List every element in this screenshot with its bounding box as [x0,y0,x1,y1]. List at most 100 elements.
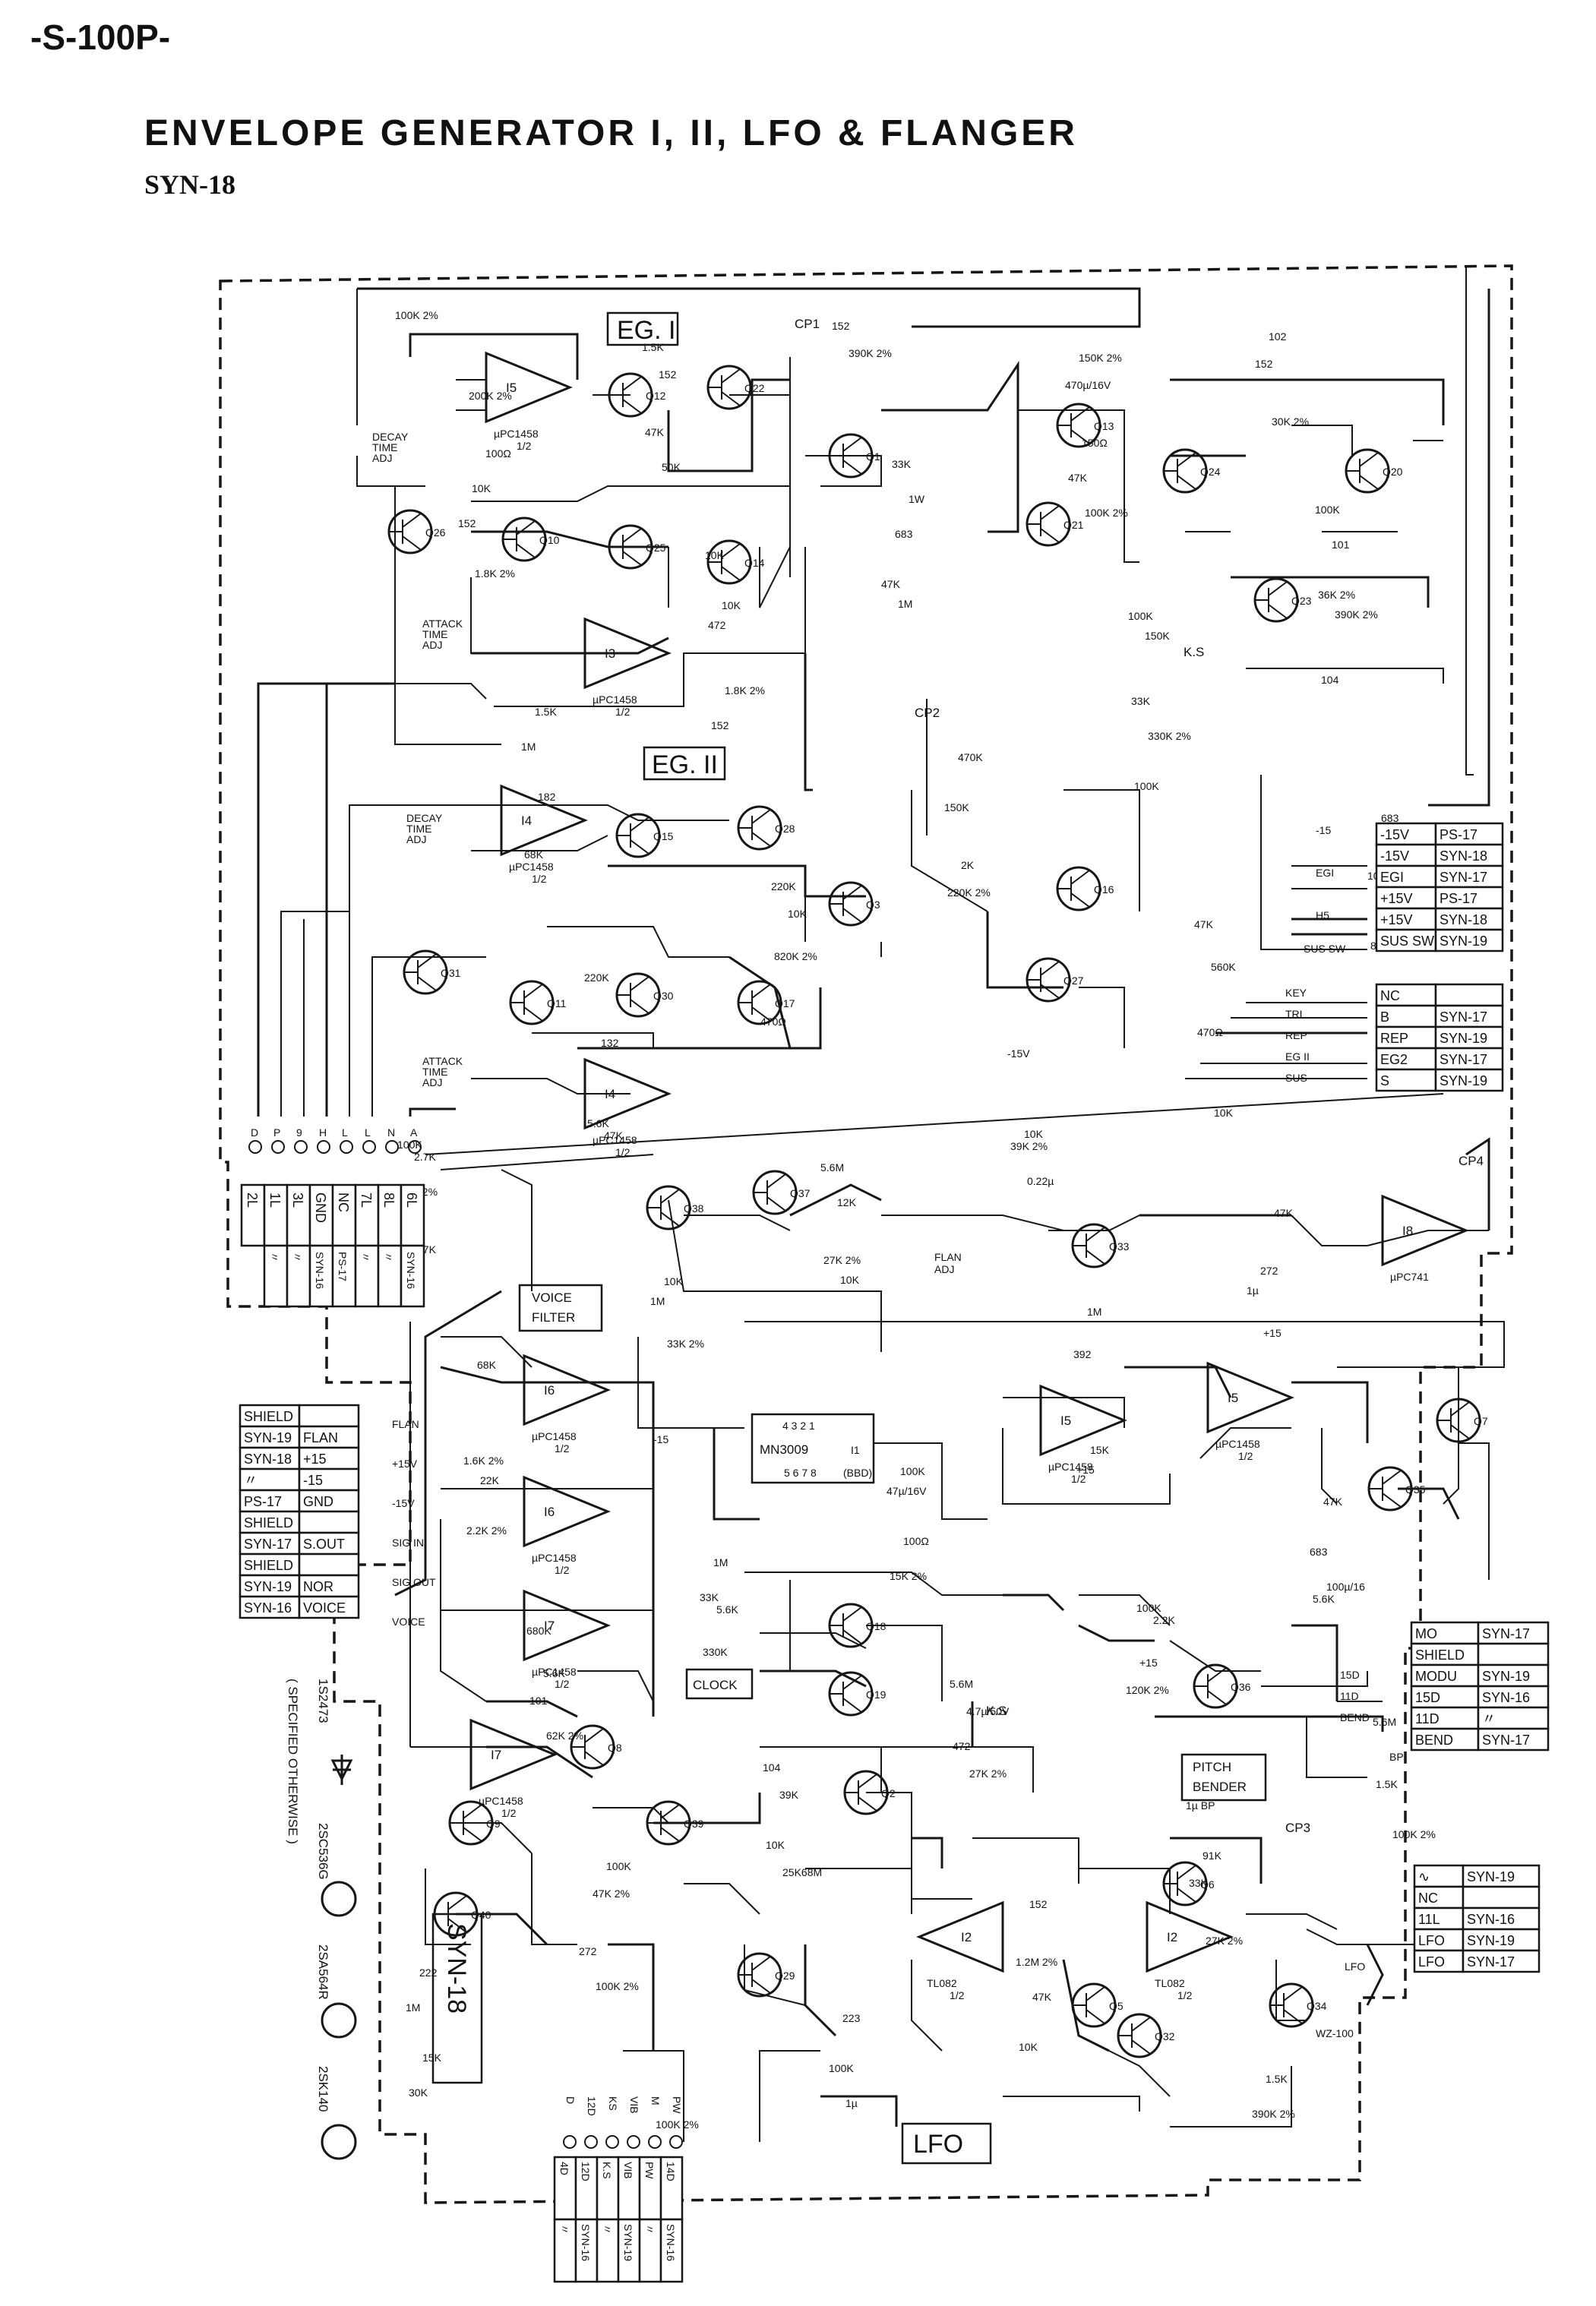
connector-cell: K.S [601,2162,613,2179]
connector-wire-label: -15 [1316,824,1331,836]
component-value-label: 1µ BP [1186,1799,1215,1812]
transistor-label: Q11 [547,997,567,1009]
connector-wire-label: FLAN [392,1418,419,1430]
wire-segment [471,637,669,655]
opamp-part-label: 1/2 [517,440,532,452]
transistor-label: Q36 [1231,1681,1251,1693]
wire-segment [1291,1624,1338,1701]
component-value-label: 5.6M [1373,1716,1396,1728]
component-value-label: 1W [909,493,925,505]
svg-text:LFO: LFO [913,2130,963,2159]
opamp-ref-label: I6 [544,1383,555,1398]
component-value-label: 150K 2% [1079,352,1122,364]
component-value-label: 5.6M [820,1161,844,1174]
wire-segment [425,1093,1444,1170]
wire-segment [1291,1215,1367,1246]
wire-segment [1062,1959,1110,2052]
wire-segment [1108,2050,1171,2097]
component-value-label: 10K [664,1275,684,1287]
transistor-q15: Q15 [615,813,674,858]
component-value-label: 1.5K [1376,1778,1398,1790]
component-value-label: 472 [708,619,726,631]
component-value-label: 10K [472,482,491,494]
transistor-q28: Q28 [737,805,795,851]
connector-cell: SYN-19 [622,2224,634,2261]
component-value-label: 5.6K [543,1667,565,1679]
connector-cell: 〃 [291,1252,303,1262]
cp4-label: CP4 [1459,1154,1484,1168]
component-value-label: 104 [1321,674,1339,686]
connector-cell: LFO [1418,1954,1445,1970]
svg-text:(BBD): (BBD) [843,1467,872,1479]
component-value-label: 39K [779,1789,799,1801]
transistor-label: Q30 [653,990,674,1002]
connector-cell: 15D [1415,1690,1440,1705]
transistor-q22: Q22 [706,365,765,410]
wire-segment [471,835,608,851]
opamp-type-label: µPC1458 [1048,1461,1093,1473]
wire-segment [456,1822,533,1854]
transistor-q33: Q33 [1071,1223,1130,1268]
component-value-label: 100K 2% [1392,1828,1436,1840]
transistor-label: Q33 [1109,1240,1130,1253]
transistor-q38: Q38 [646,1185,704,1230]
component-value-label: 47K [1274,1207,1294,1219]
component-value-label: 100µ/16 [1326,1581,1365,1593]
connector-wire-label: SUS [1285,1072,1307,1084]
component-value-label: 27K 2% [823,1254,861,1266]
transistor-label: Q23 [1291,595,1312,607]
component-value-label: 100K [397,1139,422,1151]
connector-wire-label: KEY [1285,987,1307,999]
connector-cell: MO [1415,1626,1437,1641]
connector-wire-label: SIG OUT [392,1576,436,1588]
wire-segment [608,864,866,898]
connector-cell: PS-17 [1440,891,1477,906]
connector-cell: PS-17 [337,1252,349,1281]
pnp-symbol-icon [321,2002,357,2039]
opamp-part-label: 1/2 [532,873,547,885]
eg1-block: EG. I [606,311,679,346]
wire-segment [440,1519,487,1702]
component-value-label: 272 [579,1945,597,1957]
connector-cell: SYN-16 [1467,1912,1515,1927]
opamp-type-label: µPC1458 [532,1430,577,1442]
connector-pin-label: 12D [586,2096,598,2116]
transistor-q11: Q11 [509,980,567,1025]
component-value-label: 220K [771,880,796,892]
connector-cell: -15 [303,1473,323,1488]
component-value-label: 62K 2% [546,1730,583,1742]
svg-text:ADJ: ADJ [372,452,392,464]
transistor-q5: Q5 [1071,1982,1124,2028]
component-value-label: 220K 2% [947,886,991,899]
component-value-label: 47K [604,1129,624,1142]
component-value-label: 27K 2% [969,1767,1007,1780]
component-value-label: 1M [650,1295,665,1307]
connector-cell: -15V [1380,848,1409,864]
legend-item-npn: 2SC536G [316,1823,330,1880]
connector-cell: SYN-17 [1482,1626,1530,1641]
connector-pin-label: H [319,1126,327,1139]
wire-segment [257,682,395,1117]
legend: 1S2473 2SC536G 2SA564R 2SK140 ( SPECIFIE… [286,1679,357,2160]
lfo-block: LFO [901,2122,992,2165]
connector-cell: SYN-19 [1440,1073,1487,1088]
wire-segment [409,333,579,380]
component-value-label: 4.7µ/50V [966,1705,1010,1717]
component-value-label: 68K [524,848,544,861]
component-value-label: 10K [766,1839,785,1851]
transistor-label: Q27 [1063,975,1084,987]
connector-cell: -15V [1380,827,1409,842]
connector-wire-label: REP [1285,1029,1307,1041]
wire-segment [1428,289,1490,807]
wire-segment [881,1215,1064,1231]
wire-segment [471,485,790,502]
wire-segment [1169,1640,1261,1672]
connector-cell: SYN-16 [1482,1690,1530,1705]
